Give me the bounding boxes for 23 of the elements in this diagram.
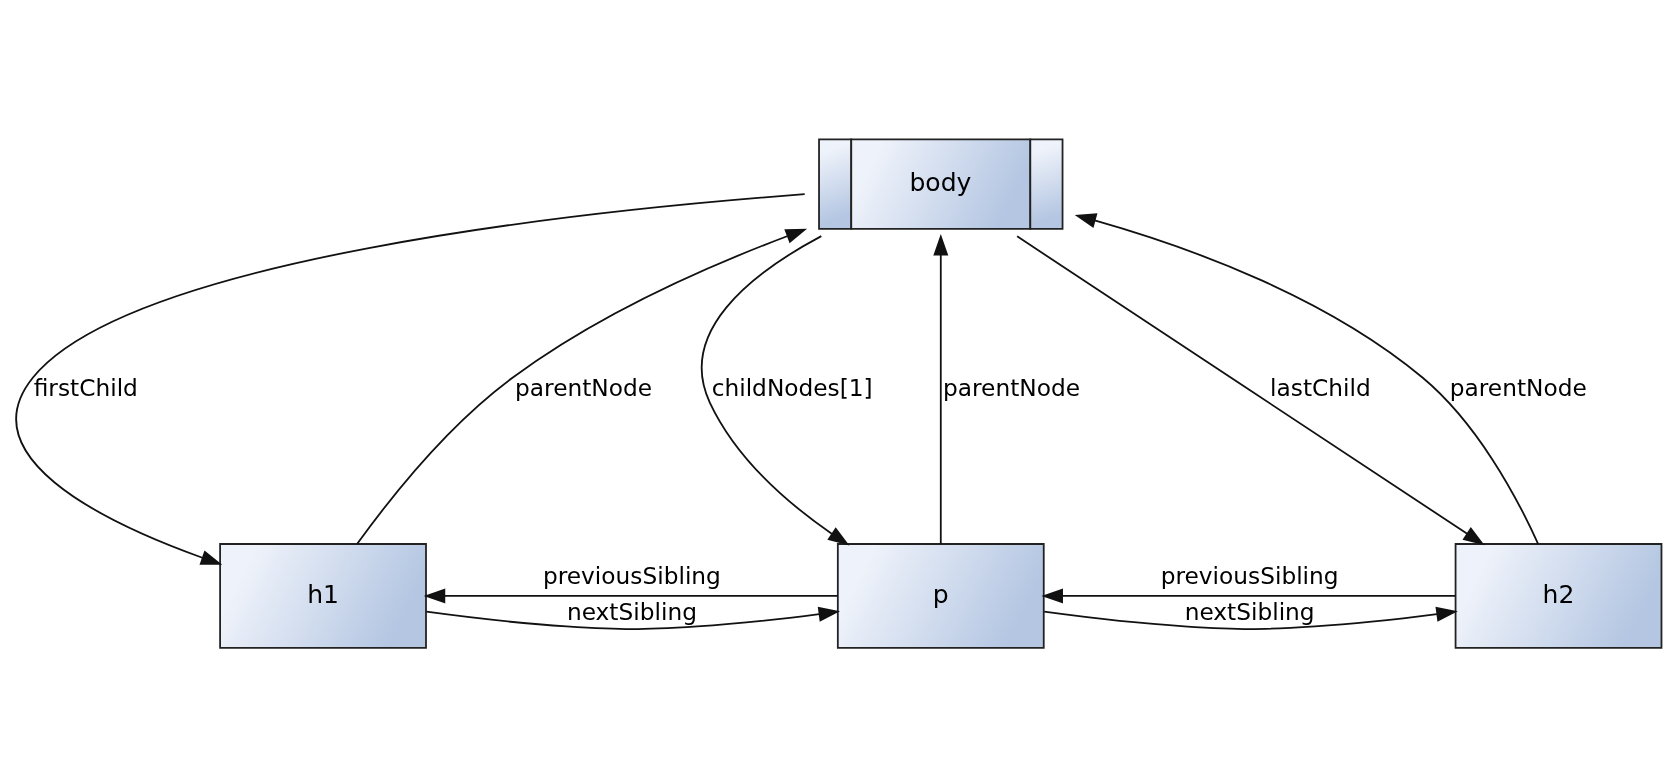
- edge-label: parentNode: [943, 373, 1080, 401]
- arrow: [700, 234, 850, 545]
- arrow: [1041, 587, 1457, 603]
- arrow: [423, 587, 839, 603]
- arrow: [1016, 234, 1485, 545]
- node-box: h2: [1454, 542, 1663, 649]
- edge-label: childNodes[1]: [711, 373, 873, 401]
- edge-label: previousSibling: [1160, 561, 1339, 589]
- node-box: h1: [219, 542, 427, 649]
- edge-label: lastChild: [1270, 373, 1371, 401]
- arrow: [1074, 212, 1539, 545]
- node-box: p: [836, 542, 1045, 649]
- edge-label: firstChild: [33, 373, 138, 401]
- edge-label: previousSibling: [542, 561, 721, 589]
- arrow: [425, 606, 841, 630]
- edge-label: nextSibling: [566, 597, 697, 625]
- arrow: [1043, 606, 1458, 630]
- arrow: [15, 192, 806, 565]
- arrow: [356, 228, 808, 545]
- edge-label: parentNode: [515, 373, 653, 401]
- edge-label: nextSibling: [1184, 597, 1315, 625]
- arrow: [933, 233, 949, 545]
- edge-label: parentNode: [1449, 373, 1587, 401]
